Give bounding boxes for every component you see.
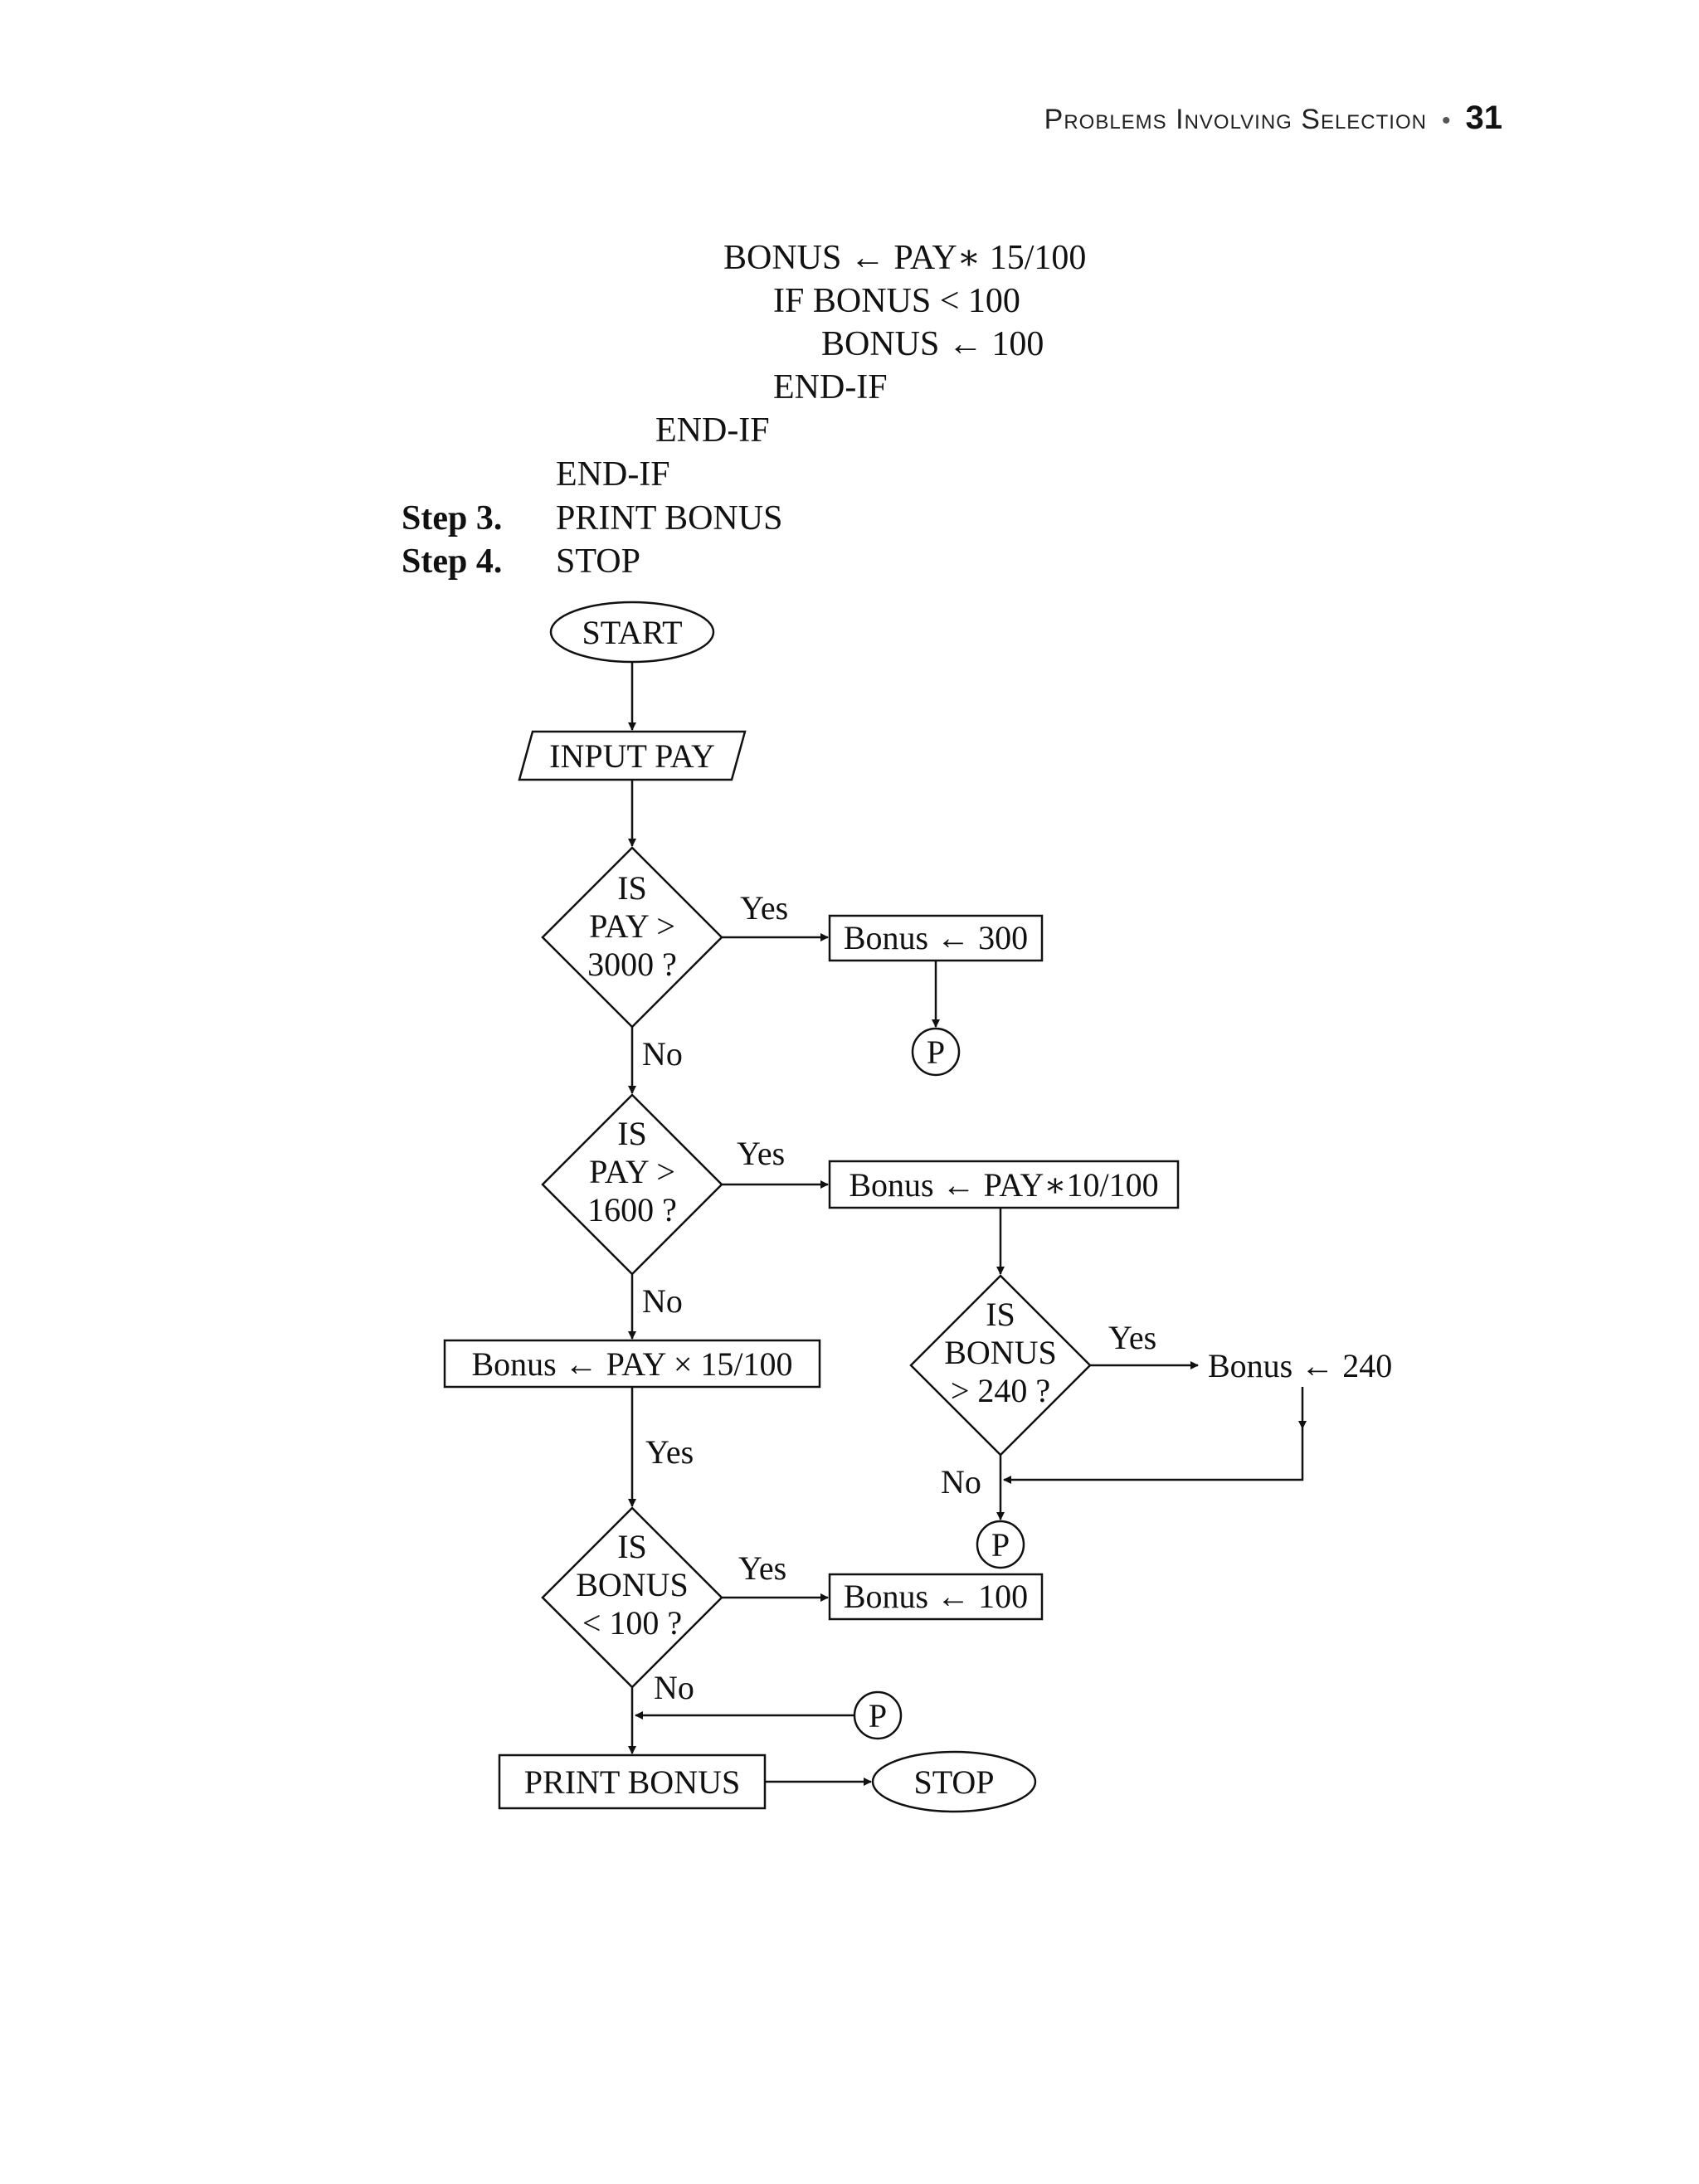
- decision3-yes-label: Yes: [1108, 1319, 1156, 1356]
- process3-label: Bonus ← 240: [1208, 1347, 1392, 1384]
- code-line-endif-1: END-IF: [773, 368, 888, 406]
- connector2-circle: [976, 1520, 1025, 1569]
- flow-process3-return: [1003, 1428, 1304, 1484]
- code-line-if-bonus: IF BONUS < 100: [773, 282, 1020, 320]
- decision2-line2: PAY >: [589, 1153, 675, 1190]
- decision2-line1: IS: [617, 1115, 647, 1152]
- step4-text: STOP: [556, 542, 640, 581]
- decision1-no-label: No: [642, 1035, 683, 1073]
- decision3-no-label: No: [941, 1463, 981, 1501]
- connector2-label: P: [991, 1526, 1010, 1564]
- code-line-bonus-set: BONUS ← 100: [821, 325, 1044, 363]
- process5-box: [828, 1573, 1044, 1621]
- step3-text: PRINT BONUS: [556, 499, 783, 537]
- decision2-yes-label: Yes: [737, 1135, 785, 1172]
- output-label: PRINT BONUS: [524, 1763, 740, 1801]
- stop-terminal: [871, 1750, 1037, 1813]
- decision2-no-label: No: [642, 1282, 683, 1320]
- step3-label: Step 3.: [402, 499, 503, 537]
- decision4-line3: < 100 ?: [582, 1604, 682, 1642]
- decision4-line2: BONUS: [576, 1566, 689, 1603]
- start-label: START: [582, 614, 682, 651]
- chapter-title: Problems Involving Selection: [1044, 104, 1427, 135]
- decision2-line3: 1600 ?: [587, 1191, 677, 1228]
- page-number: 31: [1465, 100, 1503, 136]
- process1-label: Bonus ← 300: [844, 919, 1028, 956]
- decision3-line3: > 240 ?: [951, 1372, 1050, 1409]
- process4-label: Bonus ← PAY × 15/100: [471, 1345, 792, 1383]
- step4-label: Step 4.: [402, 542, 503, 581]
- decision3-line2: BONUS: [944, 1334, 1057, 1371]
- process5-label: Bonus ← 100: [844, 1578, 1028, 1615]
- decision1-line1: IS: [617, 869, 647, 907]
- code-line-bonus-calc: BONUS ← PAY∗ 15/100: [723, 239, 1087, 277]
- decision1-line3: 3000 ?: [587, 946, 677, 983]
- running-header: Problems Involving Selection • 31: [1044, 100, 1502, 137]
- code-line-endif-3: END-IF: [556, 455, 670, 494]
- decision1-yes-label: Yes: [740, 889, 788, 927]
- stop-label: STOP: [913, 1763, 994, 1801]
- code-line-endif-2: END-IF: [655, 411, 770, 450]
- decision4-yes-label: Yes: [738, 1549, 786, 1587]
- connector1-label: P: [927, 1034, 945, 1071]
- header-separator: •: [1441, 107, 1451, 134]
- connector3-label: P: [869, 1697, 887, 1734]
- decision4-no-label: No: [654, 1669, 694, 1706]
- process2-box: [828, 1160, 1180, 1209]
- input-parallelogram: [518, 730, 747, 781]
- decision1-line2: PAY >: [589, 907, 675, 945]
- decision3-line1: IS: [986, 1296, 1015, 1333]
- input-label: INPUT PAY: [549, 737, 715, 775]
- connector1-circle: [911, 1027, 961, 1077]
- decision4-line1: IS: [617, 1528, 647, 1565]
- process2-label: Bonus ← PAY∗10/100: [849, 1166, 1158, 1204]
- process4-yes-label: Yes: [645, 1433, 694, 1471]
